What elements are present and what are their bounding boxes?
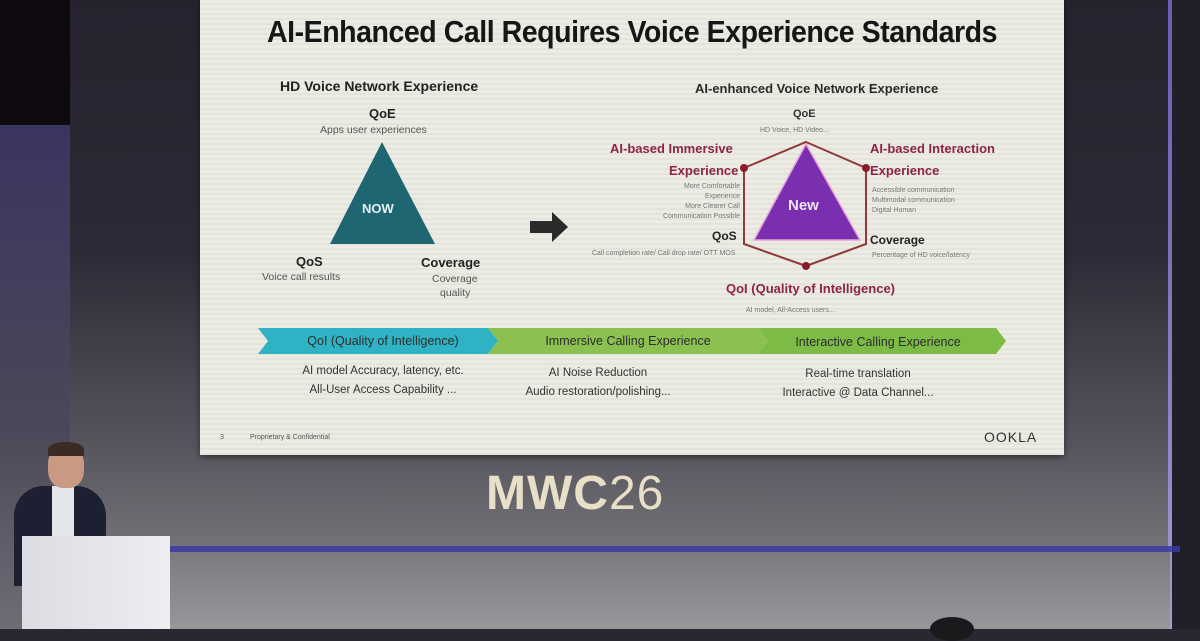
qos-sub: Voice call results	[262, 271, 341, 283]
qos-label: QoS	[296, 254, 323, 269]
ai-qoe-label: QoE	[793, 108, 816, 120]
immersive-sub-list: More Comfortable Experience More Clearer…	[640, 182, 740, 222]
immersive-sub-item: More Comfortable	[683, 183, 740, 190]
right-light-strip	[1168, 0, 1172, 629]
ai-coverage-sub: Percentage of HD voice/latency	[872, 252, 971, 259]
ai-qos-label: QoS	[712, 229, 737, 243]
slide-title: AI-Enhanced Call Requires Voice Experien…	[266, 14, 997, 49]
qoi-label: QoI (Quality of Intelligence)	[726, 281, 896, 296]
desc-line: Interactive @ Data Channel...	[782, 387, 934, 399]
desc-line: AI Noise Reduction	[548, 367, 648, 379]
ookla-logo: OOKLA	[984, 429, 1038, 445]
speaker-hair	[48, 442, 84, 456]
qoe-label: QoE	[369, 106, 396, 121]
presentation-slide: AI-Enhanced Call Requires Voice Experien…	[200, 0, 1064, 455]
desc-line: All-User Access Capability ...	[309, 384, 457, 396]
progression-band	[258, 328, 1006, 354]
right-arrow-icon	[530, 212, 568, 242]
band-segment-qoi: QoI (Quality of Intelligence)	[307, 334, 459, 348]
desc-line: Audio restoration/polishing...	[525, 386, 671, 398]
stage-floor	[170, 552, 1170, 629]
coverage-sub-1: Coverage	[432, 273, 478, 285]
dark-corner	[0, 0, 70, 125]
interaction-label-2: Experience	[870, 163, 940, 178]
mwc-letters: MWC	[486, 467, 609, 520]
podium	[22, 536, 170, 629]
immersive-sub-item: Experience	[704, 193, 740, 200]
qoi-sub: AI model, All-Access users...	[746, 307, 835, 314]
interaction-sub-list: Accessible communication Multimodal comm…	[872, 186, 955, 216]
now-label: NOW	[362, 201, 394, 216]
hd-voice-heading: HD Voice Network Experience	[280, 78, 479, 94]
coverage-label: Coverage	[421, 255, 481, 270]
immersive-sub-item: Communication Possible	[662, 213, 740, 220]
page-number: 3	[220, 434, 224, 441]
immersive-label-1: AI-based Immersive	[610, 141, 733, 156]
new-label: New	[788, 197, 819, 214]
ai-voice-heading: AI-enhanced Voice Network Experience	[695, 81, 939, 96]
hexagon-diagram-icon	[740, 140, 870, 270]
qoe-sub: Apps user experiences	[320, 124, 427, 136]
ai-qos-sub: Call completion rate/ Call drop rate/ OT…	[592, 250, 736, 257]
mwc-number: 26	[608, 467, 665, 520]
speaker-shirt	[52, 486, 74, 536]
immersive-label-2: Experience	[669, 163, 739, 178]
mwc-logo: MWC26	[486, 466, 664, 521]
confidential-note: Proprietary & Confidential	[250, 434, 330, 441]
interaction-sub-item: Multimodal communication	[872, 197, 955, 204]
desc-line: Real-time translation	[805, 368, 911, 380]
right-wall	[1172, 0, 1200, 629]
desc-line: AI model Accuracy, latency, etc.	[302, 365, 464, 377]
ai-coverage-label: Coverage	[870, 233, 925, 247]
interactive-desc: Real-time translation Interactive @ Data…	[758, 365, 958, 403]
interaction-label-1: AI-based Interaction	[870, 141, 995, 156]
coverage-sub-2: quality	[440, 287, 471, 299]
immersive-sub-item: More Clearer Call	[685, 203, 740, 210]
immersive-desc: AI Noise Reduction Audio restoration/pol…	[498, 364, 698, 402]
interaction-sub-item: Digital Human	[872, 207, 916, 214]
now-triangle-icon	[330, 142, 435, 244]
ai-qoe-sub: HD Voice, HD Video...	[760, 127, 829, 134]
stage-light-line	[170, 546, 1180, 552]
band-segment-immersive: Immersive Calling Experience	[545, 334, 711, 348]
interaction-sub-item: Accessible communication	[872, 187, 955, 194]
band-segment-interactive: Interactive Calling Experience	[795, 335, 961, 349]
qoi-desc: AI model Accuracy, latency, etc. All-Use…	[268, 362, 498, 400]
audience-head	[930, 617, 974, 641]
